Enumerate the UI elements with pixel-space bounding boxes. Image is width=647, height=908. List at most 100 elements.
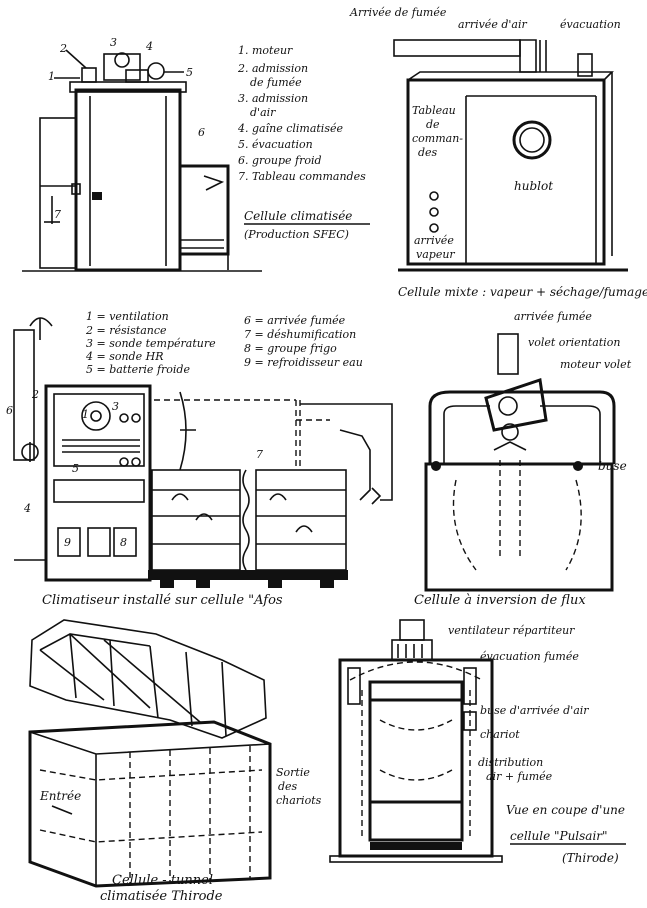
number-7: 7 xyxy=(54,208,61,221)
trolley-pulsair xyxy=(368,680,464,842)
label-moteur-volet: moteur volet xyxy=(560,358,632,371)
label-arrivee-fumee-4: arrivée fumée xyxy=(514,310,592,323)
tunnel-box xyxy=(28,720,272,888)
motor xyxy=(103,53,141,81)
caption-climatiseur: Climatiseur installé sur cellule "Afos xyxy=(42,593,283,608)
panel-inversion-flux: arrivée fumée volet orientation moteur v… xyxy=(414,310,632,608)
exhaust xyxy=(147,62,165,80)
caption-pulsair: cellule "Pulsair" xyxy=(510,829,608,843)
cabinet-body xyxy=(74,88,182,272)
label-arrivee-fumee: Arrivée de fumée xyxy=(349,6,447,19)
label-chariots: chariots xyxy=(276,794,322,807)
caption-inversion-flux: Cellule à inversion de flux xyxy=(414,593,586,608)
distribution-fan xyxy=(399,619,425,641)
legend-1: 1. moteur xyxy=(238,44,293,57)
label-buse-arrivee: buse d'arrivée d'air xyxy=(480,704,589,717)
marker-9: 9 xyxy=(64,536,71,549)
marker-2: 2 xyxy=(31,388,39,401)
caption-production: (Production SFEC) xyxy=(244,228,349,241)
label-distribution: distribution xyxy=(478,756,543,769)
marker-4: 4 xyxy=(23,502,31,515)
label-des: des xyxy=(418,146,438,159)
label-air-fumee: air + fumée xyxy=(486,770,553,783)
number-4: 4 xyxy=(145,40,153,53)
marker-7: 7 xyxy=(256,448,263,461)
label-hublot: hublot xyxy=(514,179,553,193)
air-duct-loop xyxy=(428,390,616,464)
smoke-inlet xyxy=(81,67,97,83)
caption-tunnel: Cellule - tunnel xyxy=(112,873,213,888)
control-panel xyxy=(39,117,77,269)
door-handle xyxy=(92,192,102,200)
label-comman: comman- xyxy=(412,132,463,145)
label-ventilateur: ventilateur répartiteur xyxy=(448,624,575,637)
flap-motor xyxy=(498,396,518,416)
climatiseur-box xyxy=(44,384,152,582)
legend-3b: d'air xyxy=(250,106,276,119)
legend-resistance: 2 = résistance xyxy=(85,324,167,337)
legend-groupe-frigo: 8 = groupe frigo xyxy=(244,342,337,355)
marker-6: 6 xyxy=(6,404,13,417)
legend-sonde-hr: 4 = sonde HR xyxy=(85,350,163,363)
label-des-chariots-1: des xyxy=(278,780,298,793)
label-de: de xyxy=(426,118,440,131)
legend-ventilation: 1 = ventilation xyxy=(86,310,169,323)
caption-thirode-6: (Thirode) xyxy=(562,851,619,865)
label-volet: volet orientation xyxy=(528,336,620,349)
legend-3: 3. admission xyxy=(238,92,308,105)
propeller xyxy=(179,391,196,471)
label-tableau: Tableau xyxy=(412,104,456,117)
legend-6: 6. groupe froid xyxy=(238,154,322,167)
tunnel-duct xyxy=(29,619,267,739)
exhaust-pipe xyxy=(577,53,593,77)
panel-cellule-pulsair: ventilateur répartiteur évacuation fumée… xyxy=(329,619,626,865)
marker-1: 1 xyxy=(82,408,89,421)
label-arrivee: arrivée xyxy=(414,234,454,247)
flap-housing xyxy=(484,378,548,432)
fan-1 xyxy=(81,401,111,431)
flux-cell-body xyxy=(424,462,614,592)
caption-vue-coupe: Vue en coupe d'une xyxy=(506,803,625,817)
cell-floor xyxy=(148,570,348,580)
hublot-window xyxy=(512,120,552,160)
legend-arrivee-fumee: 6 = arrivée fumée xyxy=(244,314,346,327)
panel-cellule-tunnel: Entrée Sortie des chariots Cellule - tun… xyxy=(28,619,322,904)
legend-2b: de fumée xyxy=(250,76,302,89)
marker-8: 8 xyxy=(120,536,127,549)
legend-deshumification: 7 = déshumification xyxy=(244,328,356,341)
mixed-cell-body xyxy=(406,78,606,266)
duct-arrow xyxy=(29,317,53,327)
caption-cellule-mixte: Cellule mixte : vapeur + séchage/fumage xyxy=(398,285,647,299)
pulsair-body xyxy=(338,658,494,858)
label-vapeur: vapeur xyxy=(416,248,455,261)
panel-climatiseur-afos: 1 = ventilation 2 = résistance 3 = sonde… xyxy=(6,310,393,608)
legend-refroidisseur: 9 = refroidisseur eau xyxy=(244,356,363,369)
label-evacuation: évacuation xyxy=(560,18,621,31)
caption-thirode: climatisée Thirode xyxy=(100,889,223,904)
label-entree: Entrée xyxy=(39,789,81,803)
legend-2: 2. admission xyxy=(237,62,308,75)
smoke-duct-4 xyxy=(497,333,519,375)
legend-7: 7. Tableau commandes xyxy=(238,170,366,183)
number-3: 3 xyxy=(110,36,117,49)
label-chariot: chariot xyxy=(480,728,520,741)
label-arrivee-air: arrivée d'air xyxy=(458,18,527,31)
panel-cellule-climatisee: 2 3 4 1 5 6 7 1. moteur 2. admission de … xyxy=(22,36,370,272)
legend-4: 4. gaîne climatisée xyxy=(237,122,343,135)
number-2: 2 xyxy=(59,42,67,55)
number-6: 6 xyxy=(198,126,205,139)
number-1: 1 xyxy=(48,70,55,83)
label-evacuation-fumee: évacuation fumée xyxy=(480,650,579,663)
cold-group xyxy=(178,164,230,256)
smoke-pipe xyxy=(393,39,521,57)
number-5: 5 xyxy=(186,66,193,79)
legend-batterie: 5 = batterie froide xyxy=(86,363,190,376)
legend-5: 5. évacuation xyxy=(238,138,313,151)
legend-sonde-temp: 3 = sonde température xyxy=(86,337,216,350)
marker-5: 5 xyxy=(72,462,79,475)
marker-3: 3 xyxy=(112,400,119,413)
caption-cellule-climatisee: Cellule climatisée xyxy=(244,209,352,223)
trolley-2 xyxy=(255,469,347,571)
panel-cellule-mixte: Arrivée de fumée arrivée d'air évacuatio… xyxy=(349,6,647,299)
